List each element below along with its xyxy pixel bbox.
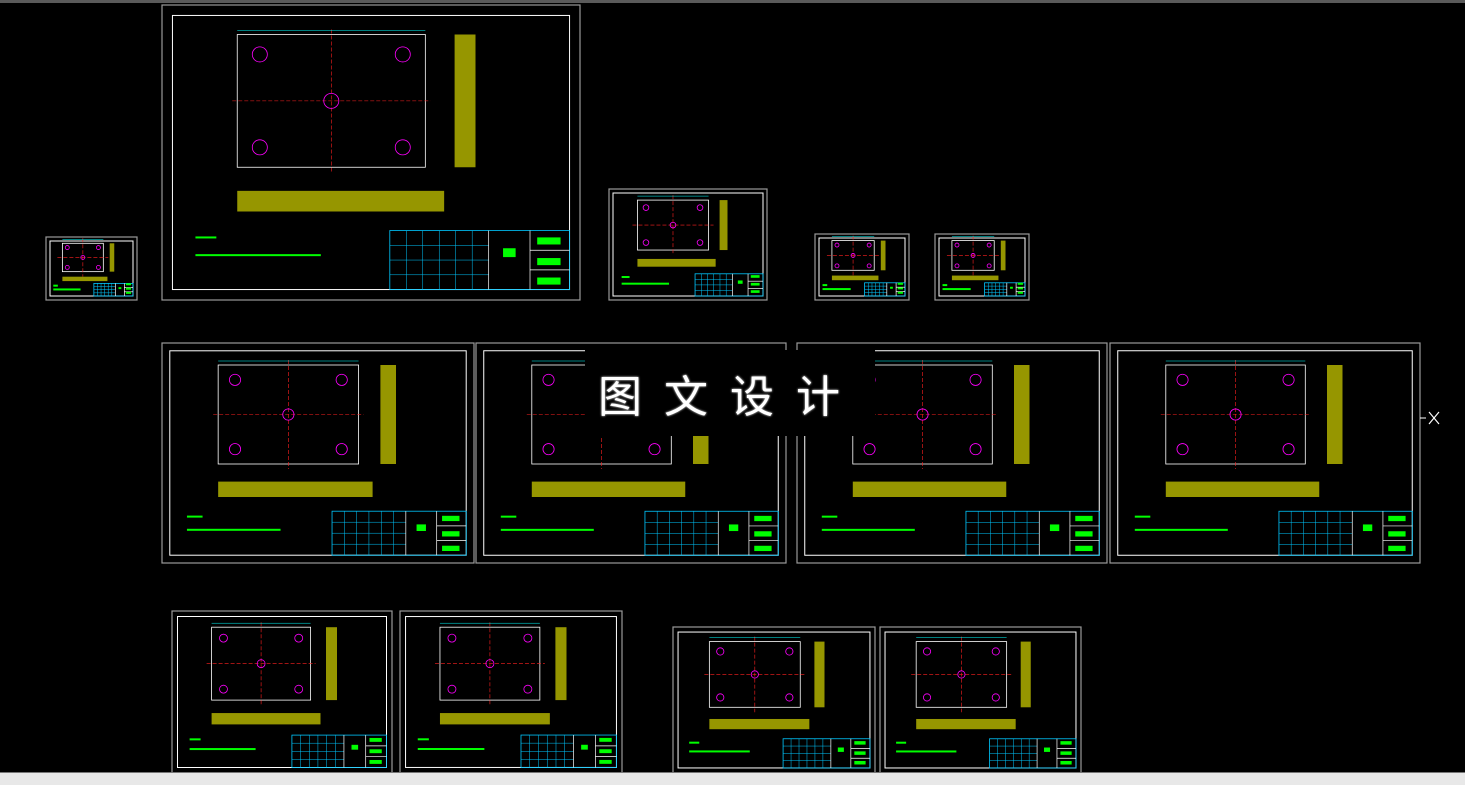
sheet-inner-border [612,192,764,297]
drawing-sheet-small-part-a[interactable] [814,233,910,301]
technical-notes [896,741,957,753]
sheet-outer-border [171,610,393,772]
title-block [644,510,779,556]
title-block [782,738,871,769]
title-block [389,230,570,290]
part-view [946,235,1006,281]
sheet-inner-border [677,631,871,769]
title-block [694,273,764,297]
command-line-bar[interactable] [0,772,1465,785]
part-view [213,360,396,497]
part-view [206,622,337,725]
cad-model-space[interactable] [0,3,1465,772]
sheet-inner-border [884,631,1077,769]
technical-notes [822,284,851,291]
sheet-outer-border [879,626,1082,772]
part-view [1160,360,1343,497]
technical-notes [1134,515,1228,531]
sheet-outer-border [475,342,787,564]
part-view [704,636,825,730]
title-block [331,510,467,556]
title-block [93,282,134,297]
sheet-outer-border [934,233,1030,301]
sheet-inner-border [169,350,467,556]
sheet-outer-border [814,233,910,301]
drawing-sheet-fixed-plate[interactable] [161,342,475,564]
title-block [965,510,1100,556]
window-top-border [0,0,1465,3]
drawing-sheet-core-insert[interactable] [879,626,1082,772]
drawing-sheet-mold-assembly[interactable] [161,4,581,301]
part-view [232,29,476,212]
sheet-outer-border [672,626,876,772]
crosshair-cursor-icon [1420,411,1440,425]
part-view [632,195,728,267]
drawing-sheet-cavity-insert[interactable] [672,626,876,772]
sheet-outer-border [45,236,138,301]
title-block [291,734,387,768]
technical-notes [189,738,256,751]
sheet-inner-border [405,616,617,768]
technical-notes [821,515,915,531]
sheet-inner-border [171,14,571,291]
technical-notes [500,515,594,531]
sheet-inner-border [938,237,1026,297]
part-view [847,360,1030,497]
sheet-outer-border [796,342,1108,564]
drawing-sheet-ejector-retainer[interactable] [399,610,623,772]
sheet-inner-border [177,616,387,768]
part-view [434,622,567,725]
technical-notes [621,276,670,285]
technical-notes [417,738,485,751]
sheet-outer-border [161,4,581,301]
part-view [826,235,886,281]
title-block [984,282,1026,297]
drawing-sheet-ejector-plate[interactable] [171,610,393,772]
part-view [57,238,115,282]
drawing-sheet-small-part-b[interactable] [934,233,1030,301]
sheet-inner-border [818,237,906,297]
title-block [989,738,1077,769]
technical-notes [195,236,321,257]
drawing-sheet-ring-part[interactable] [608,188,768,301]
watermark: 图文设计 [585,350,875,436]
sheet-outer-border [1109,342,1421,564]
sheet-inner-border [1117,350,1413,556]
title-block [864,282,906,297]
drawing-sheet-moving-plate[interactable] [1109,342,1421,564]
drawing-sheet-fixed-clamp-plate[interactable] [796,342,1108,564]
sheet-inner-border [804,350,1100,556]
drawing-sheet-assembly-detail-small[interactable] [45,236,138,301]
sheet-outer-border [399,610,623,772]
technical-notes [186,515,281,531]
sheet-outer-border [608,188,768,301]
technical-notes [53,284,81,291]
title-block [1278,510,1413,556]
technical-notes [942,284,971,291]
part-view [911,636,1031,730]
sheet-outer-border [161,342,475,564]
sheet-inner-border [49,240,134,297]
title-block [520,734,617,768]
technical-notes [689,741,750,753]
